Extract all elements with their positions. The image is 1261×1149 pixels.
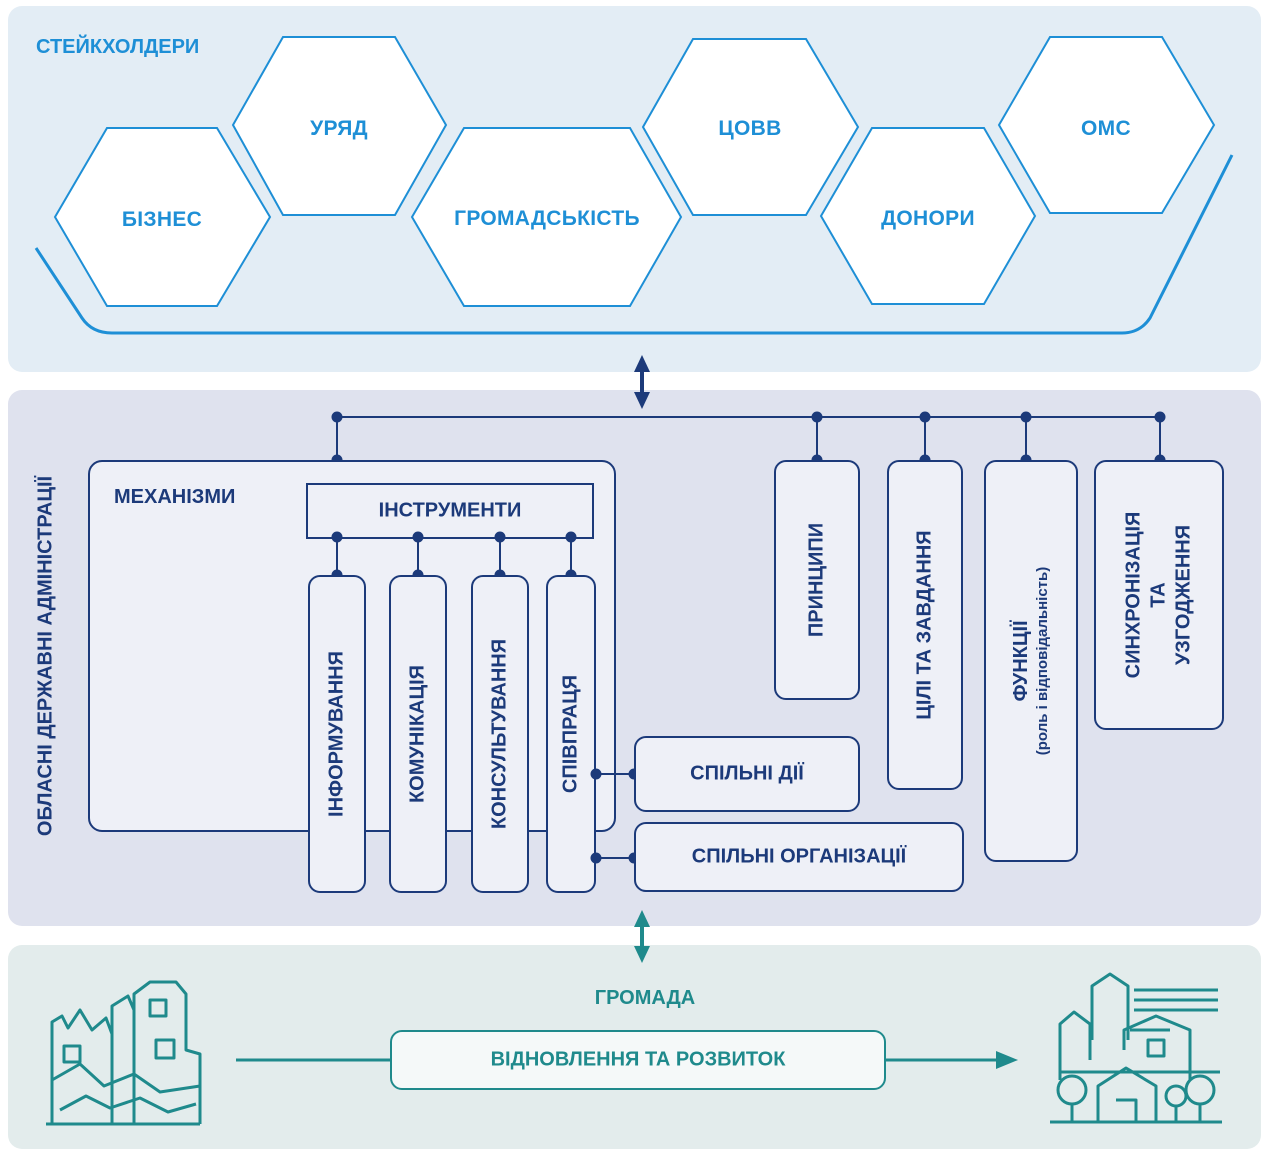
pillar-sync: СИНХРОНІЗАЦІЯ ТА УЗГОДЖЕННЯ: [1094, 460, 1224, 730]
joint-organizations: СПІЛЬНІ ОРГАНІЗАЦІЇ: [634, 822, 964, 892]
community-title: ГРОМАДА: [594, 987, 696, 1009]
stakeholder-public: ГРОМАДСЬКІСТЬ: [454, 207, 640, 230]
tool-consulting: КОНСУЛЬТУВАННЯ: [471, 575, 529, 893]
stakeholder-oms: ОМС: [1081, 117, 1131, 140]
hexagon-business: [53, 127, 272, 307]
hexagon-public: [410, 127, 683, 307]
process-box: ВІДНОВЛЕННЯ ТА РОЗВИТОК: [390, 1030, 886, 1090]
tool-cooperation: СПІВПРАЦЯ: [546, 575, 596, 893]
hexagon-donors: [819, 127, 1037, 305]
arrow-right-icon: [996, 1051, 1018, 1069]
stakeholder-donors: ДОНОРИ: [881, 207, 975, 230]
hexagon-government: [231, 36, 448, 216]
tool-communication: КОМУНІКАЦІЯ: [389, 575, 447, 893]
hexagon-oms: [997, 36, 1216, 214]
joint-actions-label: СПІЛЬНІ ДІЇ: [690, 762, 804, 785]
tools-box: ІНСТРУМЕНТИ: [306, 483, 594, 539]
pillar-goals: ЦІЛІ ТА ЗАВДАННЯ: [887, 460, 963, 790]
joint-organizations-label: СПІЛЬНІ ОРГАНІЗАЦІЇ: [691, 845, 907, 868]
tools-label: ІНСТРУМЕНТИ: [378, 499, 522, 522]
pillar-principles: ПРИНЦИПИ: [774, 460, 860, 700]
stakeholders-basket-line: [34, 154, 1234, 335]
double-arrow-icon: [634, 910, 650, 963]
rebuilt-town-icon: [1050, 972, 1222, 1124]
stakeholder-government: УРЯД: [310, 117, 368, 140]
tool-informing: ІНФОРМУВАННЯ: [308, 575, 366, 893]
pillar-functions: ФУНКЦІЇ (роль і відповідальність): [984, 460, 1078, 862]
stakeholder-covv: ЦОВВ: [718, 117, 782, 140]
ruined-city-icon: [46, 980, 202, 1126]
stakeholder-business: БІЗНЕС: [121, 208, 203, 231]
process-label: ВІДНОВЛЕННЯ ТА РОЗВИТОК: [490, 1048, 786, 1071]
double-arrow-icon: [634, 355, 650, 409]
stakeholders-title: СТЕЙКХОЛДЕРИ: [36, 36, 200, 58]
mechanisms-title: МЕХАНІЗМИ: [114, 486, 236, 508]
hexagon-covv: [641, 38, 860, 216]
joint-actions: СПІЛЬНІ ДІЇ: [634, 736, 860, 812]
